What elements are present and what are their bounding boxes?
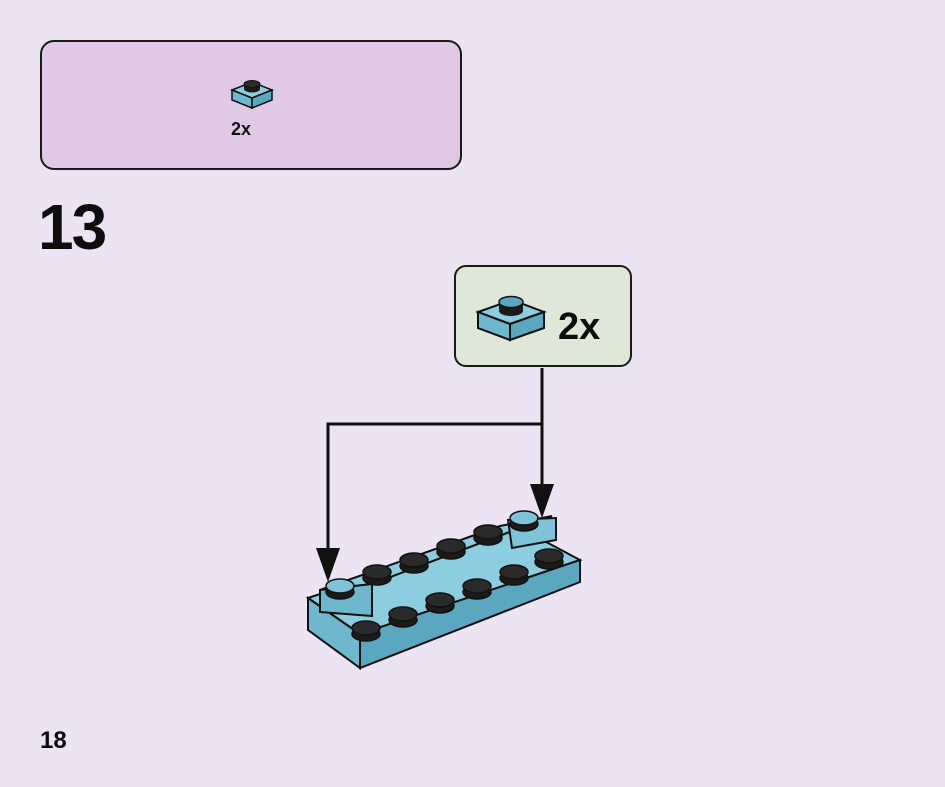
blue-plate-assembly: [305, 515, 583, 670]
step-callout-quantity: 2x: [558, 306, 601, 348]
studs-back-row: [325, 510, 539, 600]
parts-list-quantity: 2x: [231, 119, 252, 139]
step-number: 13: [38, 191, 107, 263]
arrow-left-head: [316, 548, 340, 582]
studs-front-row: [351, 548, 564, 642]
page-number: 18: [40, 727, 67, 754]
blue-1x1-plate-icon: [229, 80, 275, 110]
blue-1x1-plate-icon: [475, 295, 547, 342]
placement-arrows: [326, 368, 544, 560]
arrow-right-head: [530, 484, 554, 518]
